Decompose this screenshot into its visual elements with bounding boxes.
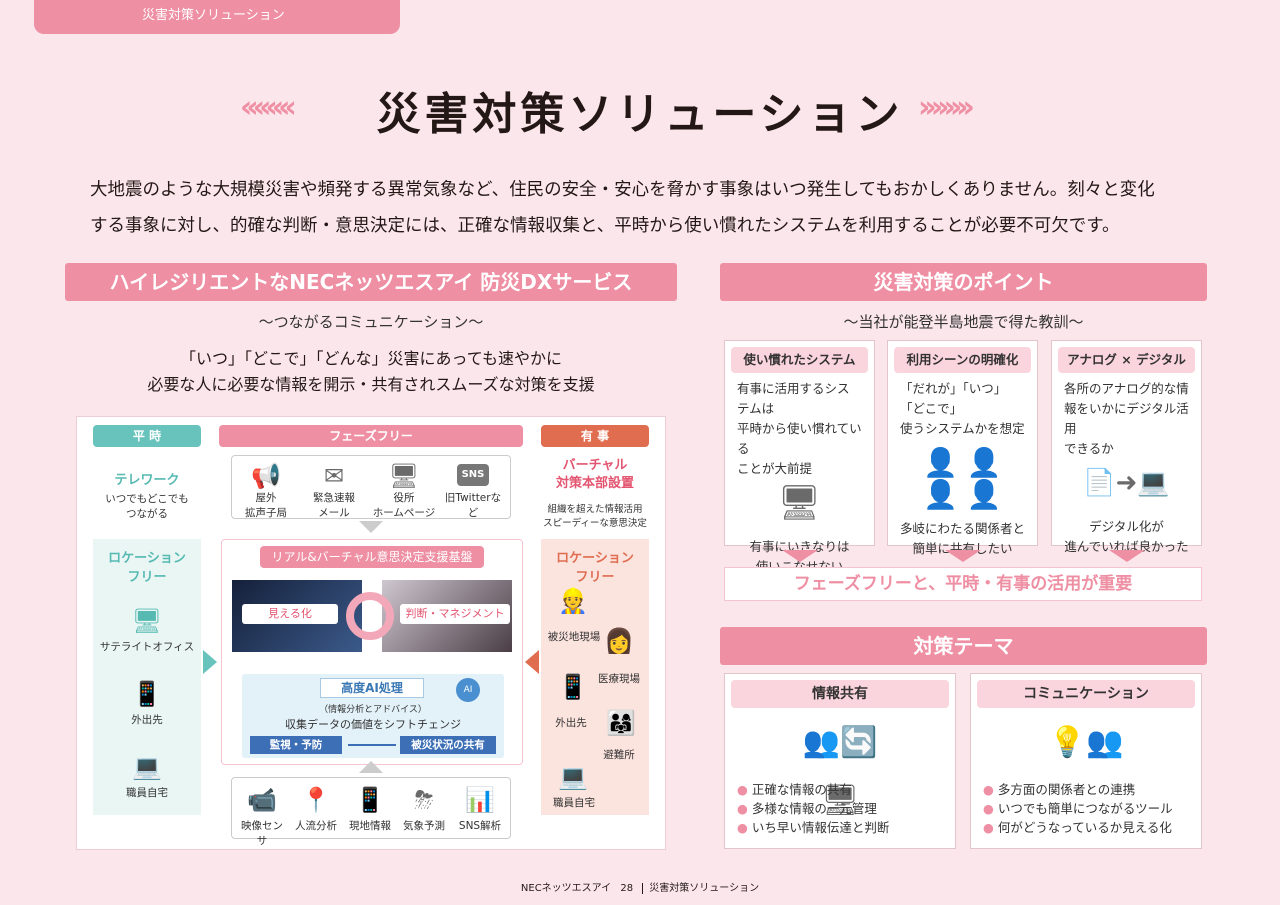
sns-icon: SNS [457,464,489,486]
platform-label: リアル&バーチャル意思決定支援基盤 [260,546,484,568]
point-card-2-foot: 多岐にわたる関係者と簡単に共有したい [900,521,1026,556]
ai-icon: AI [456,678,480,702]
footer-divider [642,883,644,894]
footer-page-number: 28 [620,883,634,894]
point-card-1-head: 使い慣れたシステム [731,347,868,373]
theme-band: 対策テーマ [720,627,1207,665]
location-free-left: ロケーションフリー 🖥 サテライトオフィス 📱 外出先 💻 職員自宅 [93,539,201,815]
loudspeaker-icon: 📢 [251,462,281,490]
visualization-label: 見える化 [242,604,338,624]
point-card-3-text: 各所のアナログ的な情報をいかにデジタル活用できるか [1064,381,1189,456]
up-arrow-icon [359,761,383,773]
pc-user-icon: 🖥 [777,483,822,523]
point-card-1-text: 有事に活用するシステムは平時から使い慣れていることが大前提 [737,381,862,476]
theme-card-info: 情報共有 👥🔄🖥 ● 正確な情報の共有 ● 多様な情報の一元管理 ● いち早い情… [724,673,956,849]
info-sharing-icon: 👥🔄🖥 [802,725,878,818]
right-arrow-icon [203,650,217,674]
management-label: 判断・マネジメント [400,604,510,624]
telework-title: テレワーク [114,473,180,488]
virtual-hq-title: バーチャル対策本部設置 [555,458,634,491]
ai-processing-box: 高度AI処理 AI （情報分析とアドバイス） 収集データの価値をシフトチェンジ … [242,674,504,758]
footer-company: NECネッツエスアイ [520,883,612,894]
theme-card-info-head: 情報共有 [731,680,949,708]
satellite-office-icon: 🖥 [131,607,163,635]
arrow-line [348,744,396,746]
dx-diagram: 平 時 フェーズフリー 有 事 テレワーク いつでもどこでもつながる ロケーショ… [76,416,666,850]
ai-title: 高度AI処理 [320,678,424,698]
home-icon: 💻 [132,753,162,781]
sensor-channels: 📹映像センサ 📍人流分析 📱現地情報 ⛈気象予測 📊SNS解析 [231,777,511,847]
dx-service-subtitle: ～つながるコミュニケーション～ [258,313,484,331]
card-3-down-arrow-icon [1109,550,1145,562]
down-arrow-icon [359,521,383,533]
sns-analysis-icon: 📊 [465,786,495,814]
telework-subtitle: いつでもどこでもつながる [105,493,189,520]
intro-text: 大地震のような大規模災害や頻発する異常気象など、住民の安全・安心を脅かす事象はい… [90,180,1155,236]
page-footer: NECネッツエスアイ 28 災害対策ソリューション [0,879,1280,894]
outside-right-label: 外出先 [555,717,587,729]
stakeholders-icon: 👤 👤👤 👤 [923,446,1002,511]
outside-right-icon: 📱 [558,673,588,701]
section-tab: 災害対策ソリューション [34,0,400,34]
outside-icon: 📱 [132,680,162,708]
paper-to-digital-icon: 📄➜💻 [1083,468,1170,498]
point-card-3-foot: デジタル化が進んでいれば良かった [1064,519,1189,554]
card-1-down-arrow-icon [782,550,818,562]
weather-icon: ⛈ [414,786,434,814]
points-band: 災害対策のポイント [720,263,1207,301]
smartphone-icon: 📱 [355,786,385,814]
theme-card-communication-head: コミュニケーション [977,680,1195,708]
people-flow-icon: 📍 [301,786,331,814]
point-card-2-head: 利用シーンの明確化 [894,347,1031,373]
mail-icon: ✉ [323,462,345,490]
point-card-2-text: 「だれが」「いつ」「どこで」使うシステムかを想定 [900,381,1025,436]
medical-icon: 👩 [604,627,634,655]
pill-phase-free: フェーズフリー [219,425,523,447]
left-arrow-icon [525,650,539,674]
theme-card-communication: コミュニケーション 💡👥 ● 多方面の関係者との連携 ● いつでも簡単につながる… [970,673,1202,849]
shelter-icon: 👨‍👩‍👧 [606,709,636,737]
virtual-hq-subtitle: 組織を超えた情報活用スピーディーな意思決定 [543,504,647,529]
left-chevron-decoration: ‹‹‹‹‹‹‹‹ [240,90,297,125]
disaster-site-icon: 👷 [558,587,588,615]
point-card-2: 利用シーンの明確化 「だれが」「いつ」「どこで」使うシステムかを想定 👤 👤👤 … [887,340,1038,556]
page-title: 災害対策ソリューション [376,89,904,140]
point-card-1: 使い慣れたシステム 有事に活用するシステムは平時から使い慣れていることが大前提 … [724,340,875,574]
location-free-right: ロケーションフリー 👷 被災地現場 👩 医療現場 📱 外出先 👨‍👩‍👧 避難所… [541,539,649,815]
card-2-down-arrow-icon [945,550,981,562]
points-subtitle: ～当社が能登半島地震で得た教訓～ [843,313,1084,331]
website-icon: 🖥 [388,462,420,490]
home-right-icon: 💻 [558,763,588,791]
footer-section: 災害対策ソリューション [649,883,760,894]
monitoring-label: 監視・予防 [250,736,342,754]
pill-yuji: 有 事 [541,425,649,447]
conclusion-text: フェーズフリーと、平時・有事の活用が重要 [724,567,1202,601]
point-card-3: アナログ × デジタル 各所のアナログ的な情報をいかにデジタル活用できるか 📄➜… [1051,340,1202,554]
outside-label: 外出先 [131,714,163,726]
decision-platform: リアル&バーチャル意思決定支援基盤 見える化 判断・マネジメント 高度AI処理 … [221,539,523,765]
home-right-label: 職員自宅 [553,797,595,809]
point-card-3-head: アナログ × デジタル [1058,347,1195,373]
team-idea-icon: 💡👥 [1048,725,1124,760]
damage-share-label: 被災状況の共有 [400,736,496,754]
right-chevron-decoration: ›››››››› [918,90,975,125]
satellite-office-label: サテライトオフィス [99,641,195,653]
ai-subtitle: （情報分析とアドバイス） [319,705,427,715]
dx-service-lead: 「いつ」「どこで」「どんな」災害にあっても速やかに必要な人に必要な情報を開示・共… [147,349,595,394]
camera-icon: 📹 [247,786,277,814]
pill-heiji: 平 時 [93,425,201,447]
ai-main-text: 収集データの価値をシフトチェンジ [285,718,461,731]
cycle-icon [346,592,394,640]
home-label: 職員自宅 [126,787,168,799]
theme-card-info-list: ● 正確な情報の共有 ● 多様な情報の一元管理 ● いち早い情報伝達と判断 [737,782,890,835]
theme-card-communication-list: ● 多方面の関係者との連携 ● いつでも簡単につながるツール ● 何がどうなって… [983,782,1173,835]
dx-service-band: ハイレジリエントなNECネッツエスアイ 防災DXサービス [65,263,677,301]
disaster-site-label: 被災地現場 [547,631,601,643]
medical-label: 医療現場 [598,673,640,685]
shelter-label: 避難所 [603,749,635,761]
